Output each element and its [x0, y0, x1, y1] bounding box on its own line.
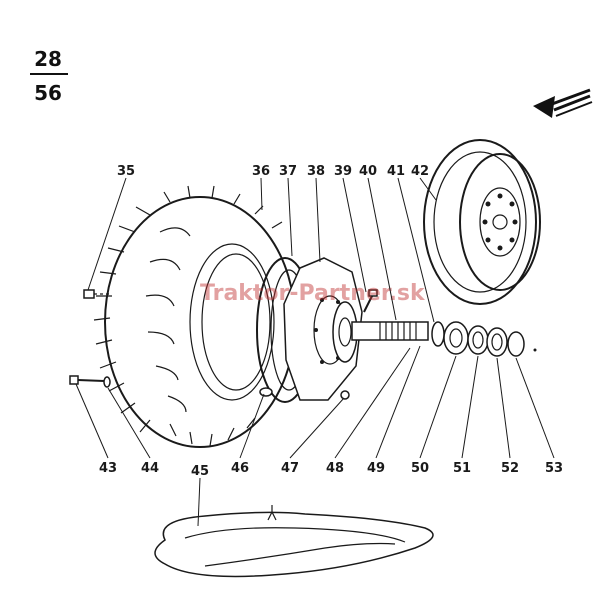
page-number: 28 56 — [30, 47, 68, 105]
part-label-51: 51 — [453, 461, 471, 476]
part-labels: 35 36 37 38 39 40 41 42 43 44 45 46 47 4… — [99, 164, 563, 479]
tire — [93, 185, 296, 448]
inner-tube — [154, 505, 434, 578]
leader-lines — [75, 177, 555, 527]
part-label-39: 39 — [334, 164, 352, 179]
direction-arrow-icon — [533, 88, 593, 118]
hardware — [69, 289, 537, 400]
part-label-53: 53 — [545, 461, 563, 476]
nut-icon — [83, 289, 95, 299]
part-label-38: 38 — [307, 164, 325, 179]
part-label-50: 50 — [411, 461, 429, 476]
part-label-44: 44 — [141, 461, 159, 476]
part-label-35: 35 — [117, 164, 135, 179]
part-label-52: 52 — [501, 461, 519, 476]
part-label-48: 48 — [326, 461, 344, 476]
part-label-45: 45 — [191, 464, 209, 479]
part-label-40: 40 — [359, 164, 377, 179]
part-label-49: 49 — [367, 461, 385, 476]
part-label-41: 41 — [387, 164, 405, 179]
part-label-36: 36 — [252, 164, 270, 179]
hub-flange — [332, 289, 429, 363]
rings — [431, 321, 525, 357]
part-label-37: 37 — [279, 164, 297, 179]
page-number-top: 28 — [34, 47, 62, 71]
part-label-42: 42 — [411, 164, 429, 179]
page-number-bottom: 56 — [34, 81, 62, 105]
part-label-46: 46 — [231, 461, 249, 476]
part-label-47: 47 — [281, 461, 299, 476]
outer-wheel-rim — [423, 139, 541, 305]
watermark: Traktor-Partner.sk — [200, 281, 426, 306]
part-label-43: 43 — [99, 461, 117, 476]
